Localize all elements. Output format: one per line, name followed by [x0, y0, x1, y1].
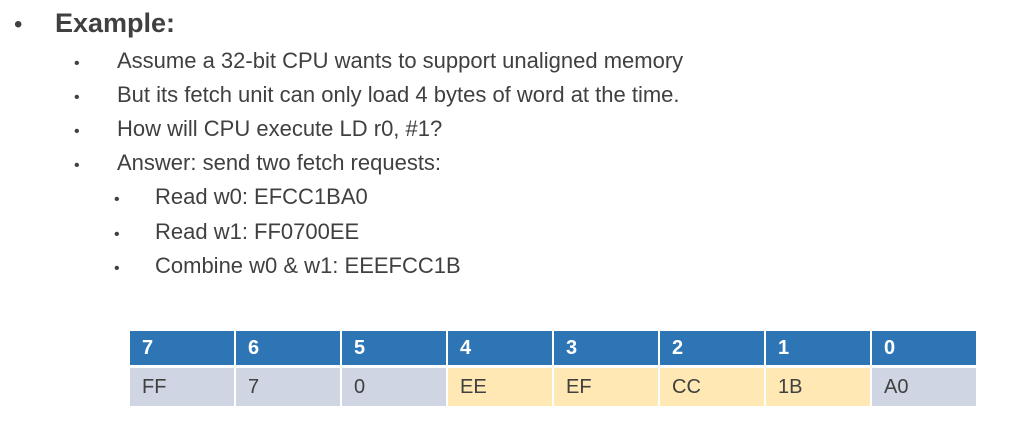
subpoint-combine: • Combine w0 & w1: EEEFCC1B [114, 253, 461, 279]
point-question: • How will CPU execute LD r0, #1? [74, 116, 442, 142]
point-bullet: • [74, 55, 80, 72]
point-answer: • Answer: send two fetch requests: [74, 150, 441, 176]
byte-value-cell: FF [130, 368, 236, 406]
byte-index-cell: 0 [872, 331, 978, 368]
byte-index-cell: 6 [236, 331, 342, 368]
byte-value-cell: EF [554, 368, 660, 406]
subpoint-read-w1: • Read w1: FF0700EE [114, 219, 359, 245]
byte-index-cell: 1 [766, 331, 872, 368]
byte-index-cell: 3 [554, 331, 660, 368]
byte-value-row: FF 7 0 EE EF CC 1B A0 [130, 368, 978, 406]
subpoint-text: Read w1: FF0700EE [155, 219, 360, 244]
byte-value-cell: 0 [342, 368, 448, 406]
byte-value-cell: A0 [872, 368, 978, 406]
point-text: Answer: send two fetch requests: [117, 150, 442, 175]
subpoint-read-w0: • Read w0: EFCC1BA0 [114, 184, 368, 210]
byte-index-row: 7 6 5 4 3 2 1 0 [130, 331, 978, 368]
point-assume: • Assume a 32-bit CPU wants to support u… [74, 48, 683, 74]
point-text: How will CPU execute LD r0, #1? [117, 116, 443, 141]
point-text: But its fetch unit can only load 4 bytes… [117, 82, 680, 107]
heading-bullet: • [14, 11, 23, 38]
point-text: Assume a 32-bit CPU wants to support una… [117, 48, 684, 73]
byte-value-cell: EE [448, 368, 554, 406]
byte-index-cell: 4 [448, 331, 554, 368]
subpoint-text: Combine w0 & w1: EEEFCC1B [155, 253, 461, 278]
point-fetch-unit: • But its fetch unit can only load 4 byt… [74, 82, 680, 108]
byte-value-cell: CC [660, 368, 766, 406]
heading-row: • Example: [14, 8, 175, 39]
byte-index-cell: 7 [130, 331, 236, 368]
subpoint-bullet: • [114, 260, 120, 277]
subpoint-bullet: • [114, 226, 120, 243]
point-bullet: • [74, 89, 80, 106]
byte-value-cell: 1B [766, 368, 872, 406]
subpoint-text: Read w0: EFCC1BA0 [155, 184, 368, 209]
byte-value-cell: 7 [236, 368, 342, 406]
memory-byte-table: 7 6 5 4 3 2 1 0 FF 7 0 EE EF CC 1B A0 [130, 331, 978, 406]
point-bullet: • [74, 157, 80, 174]
heading-text: Example: [55, 8, 176, 38]
subpoint-bullet: • [114, 191, 120, 208]
byte-index-cell: 2 [660, 331, 766, 368]
point-bullet: • [74, 123, 80, 140]
byte-index-cell: 5 [342, 331, 448, 368]
